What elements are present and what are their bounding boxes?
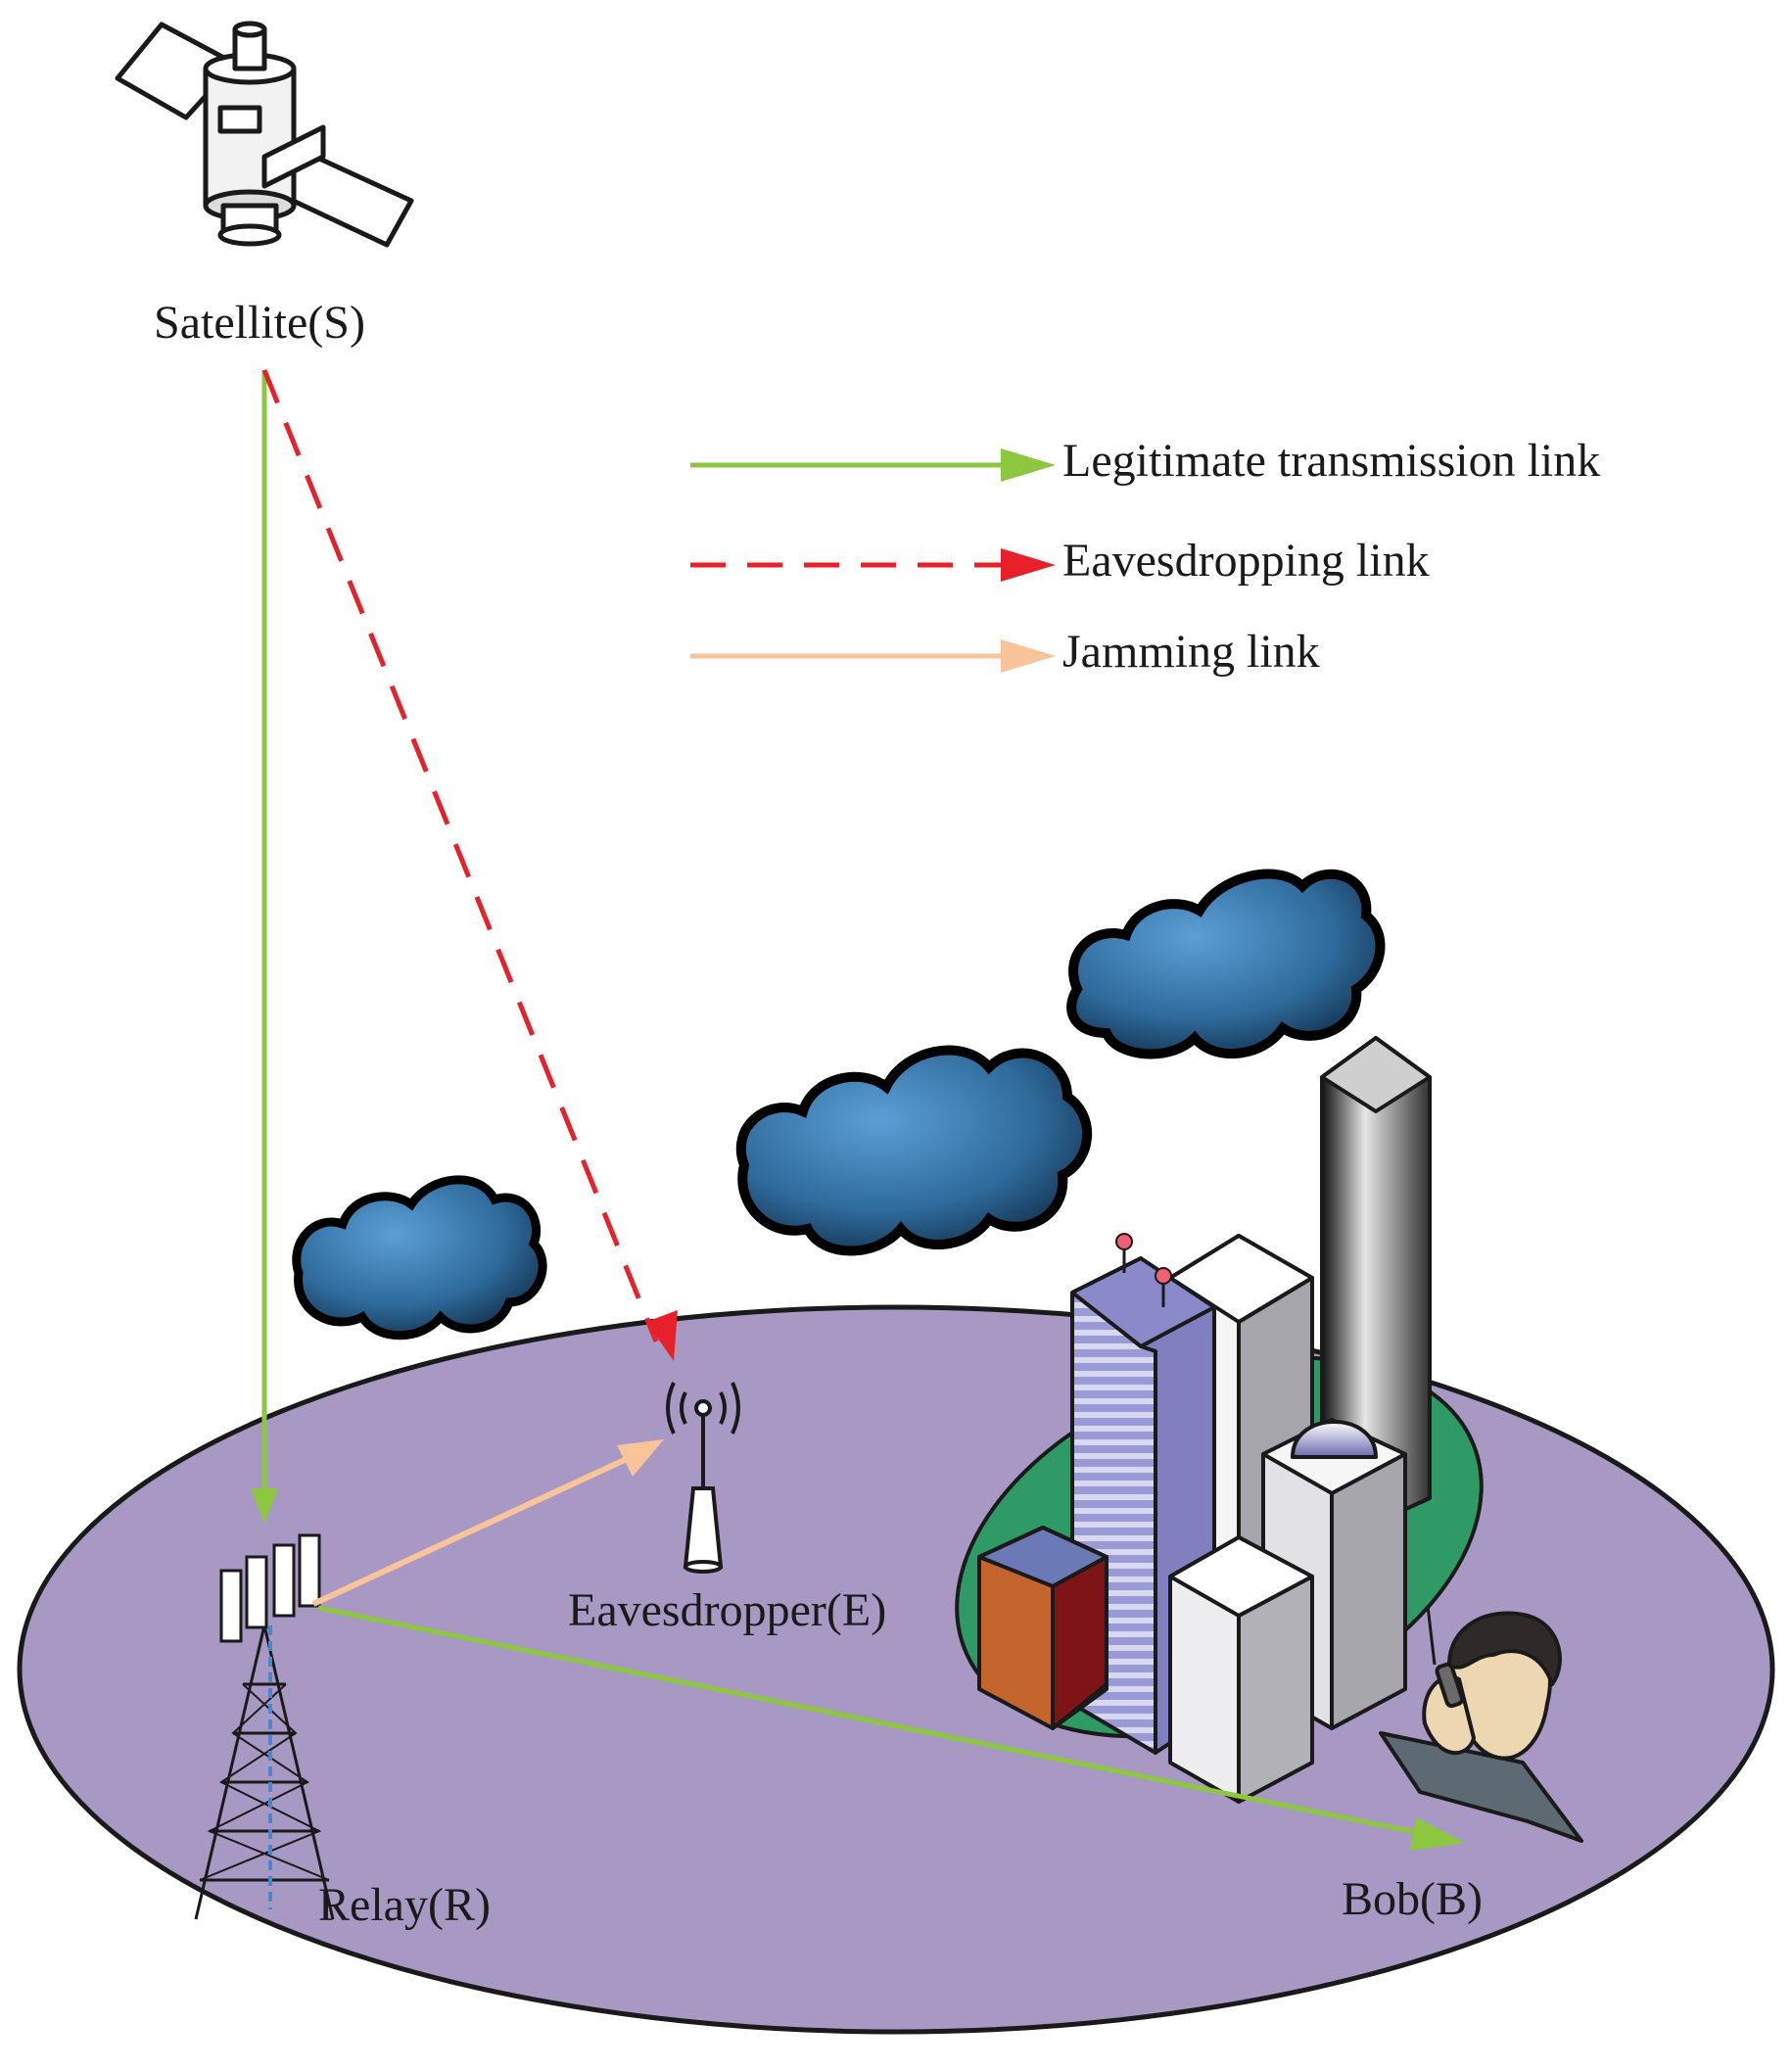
cloud-medium [735, 1045, 1093, 1256]
bob-label: Bob(B) [1342, 1873, 1483, 1925]
eaves-link-s-e-arrowhead [646, 1310, 678, 1361]
legend-jam-arrowhead [1001, 639, 1056, 673]
eaves-link-s-e [261, 369, 659, 1342]
cloud-small [292, 1175, 547, 1341]
bob-person-icon [1379, 1605, 1583, 1843]
jam-link-r-e [311, 1456, 629, 1607]
relay-tower-icon [194, 1533, 335, 1920]
satellite-icon [115, 21, 414, 248]
cloud-large [1066, 869, 1386, 1059]
legit-link-s-r-arrowhead [251, 1488, 278, 1524]
legend [690, 448, 1056, 673]
legend-jam-label: Jamming link [1062, 626, 1320, 678]
eavesdropper-antenna-icon [666, 1382, 740, 1574]
legend-eaves-arrowhead [1001, 548, 1056, 582]
relay-label: Relay(R) [318, 1879, 491, 1931]
city-buildings [977, 1036, 1432, 1804]
satellite-label: Satellite(S) [154, 297, 365, 349]
legit-link-r-b-arrowhead [1410, 1817, 1465, 1851]
jam-link-r-e-arrowhead [617, 1439, 664, 1477]
legit-link-r-b [317, 1605, 1421, 1836]
legend-legit-arrowhead [1001, 448, 1056, 482]
legend-eaves-label: Eavesdropping link [1062, 535, 1430, 587]
eavesdropper-label: Eavesdropper(E) [568, 1584, 887, 1636]
legend-legit-label: Legitimate transmission link [1062, 435, 1601, 487]
